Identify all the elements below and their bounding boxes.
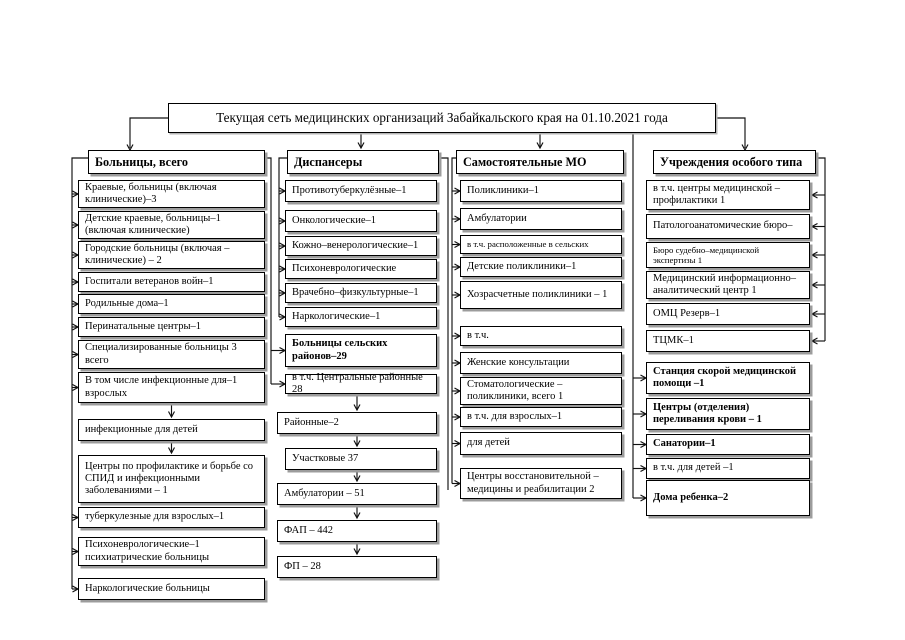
org-box: Центры по профилактике и борьбе со СПИД …	[78, 455, 265, 503]
column-header-dispensaries: Диспансеры	[287, 150, 439, 174]
org-box: Центры восстановительной – медицины и ре…	[460, 468, 622, 499]
column-header-hospitals: Больницы, всего	[88, 150, 265, 174]
org-box: ОМЦ Резерв–1	[646, 303, 810, 325]
org-box: Детские краевые, больницы–1 (включая кли…	[78, 211, 265, 239]
org-box: Больницы сельских районов–29	[285, 334, 437, 367]
org-box: Наркологические–1	[285, 307, 437, 327]
org-box: Женские консультации	[460, 352, 622, 374]
org-box: Специализированные больницы 3 всего	[78, 340, 265, 369]
org-box: Бюро судебно–медицинской экспертизы 1	[646, 242, 810, 268]
org-box: Хозрасчетные поликлиники – 1	[460, 281, 622, 309]
column-header-special-type: Учреждения особого типа	[653, 150, 816, 174]
org-box: Психоневрологические–1 психиатрические б…	[78, 537, 265, 566]
org-box: Медицинский информационно–аналитический …	[646, 271, 810, 299]
org-box: Перинатальные центры–1	[78, 317, 265, 337]
org-box: Врачебно–физкультурные–1	[285, 283, 437, 303]
org-box: в т.ч. для взрослых–1	[460, 407, 622, 427]
org-box: в т.ч. Центральные районные 28	[285, 372, 437, 395]
org-box: Патологоанатомические бюро–	[646, 214, 810, 239]
org-box: в т.ч. центры медицинской – профилактики…	[646, 180, 810, 210]
org-box: Санатории–1	[646, 434, 810, 455]
org-box: Кожно–венерологические–1	[285, 236, 437, 256]
org-box: Участковые 37	[285, 448, 437, 470]
org-box: в т.ч. для детей –1	[646, 458, 810, 479]
org-box: Психоневрологические	[285, 259, 437, 279]
org-box: в т.ч.	[460, 326, 622, 346]
org-box: Дома ребенка–2	[646, 480, 810, 516]
org-box: в т.ч. расположенные в сельских	[460, 235, 622, 254]
org-box: Онкологические–1	[285, 210, 437, 232]
org-box: Краевые, больницы (включая клинические)–…	[78, 180, 265, 208]
org-box: Госпитали ветеранов войн–1	[78, 272, 265, 292]
org-box: ТЦМК–1	[646, 330, 810, 352]
org-box: Центры (отделения) переливания крови – 1	[646, 398, 810, 430]
org-box: инфекционные для детей	[78, 419, 265, 441]
org-box: для детей	[460, 432, 622, 455]
org-box: ФАП – 442	[277, 520, 437, 542]
org-box: Наркологические больницы	[78, 578, 265, 600]
org-box: В том числе инфекционные для–1 взрослых	[78, 372, 265, 403]
org-box: Амбулатории – 51	[277, 483, 437, 505]
org-box: Городские больницы (включая – клинически…	[78, 241, 265, 269]
org-box: туберкулезные для взрослых–1	[78, 507, 265, 528]
org-box: Стоматологические – поликлиники, всего 1	[460, 377, 622, 405]
org-box: Станция скорой медицинской помощи –1	[646, 362, 810, 394]
chart-title: Текущая сеть медицинских организаций Заб…	[168, 103, 716, 133]
org-box: Детские поликлиники–1	[460, 257, 622, 277]
org-box: Поликлиники–1	[460, 180, 622, 202]
org-box: Районные–2	[277, 412, 437, 434]
column-header-independent-mo: Самостоятельные МО	[456, 150, 624, 174]
org-box: Противотуберкулёзные–1	[285, 180, 437, 202]
org-box: Амбулатории	[460, 208, 622, 230]
org-box: Родильные дома–1	[78, 294, 265, 314]
org-box: ФП – 28	[277, 556, 437, 578]
